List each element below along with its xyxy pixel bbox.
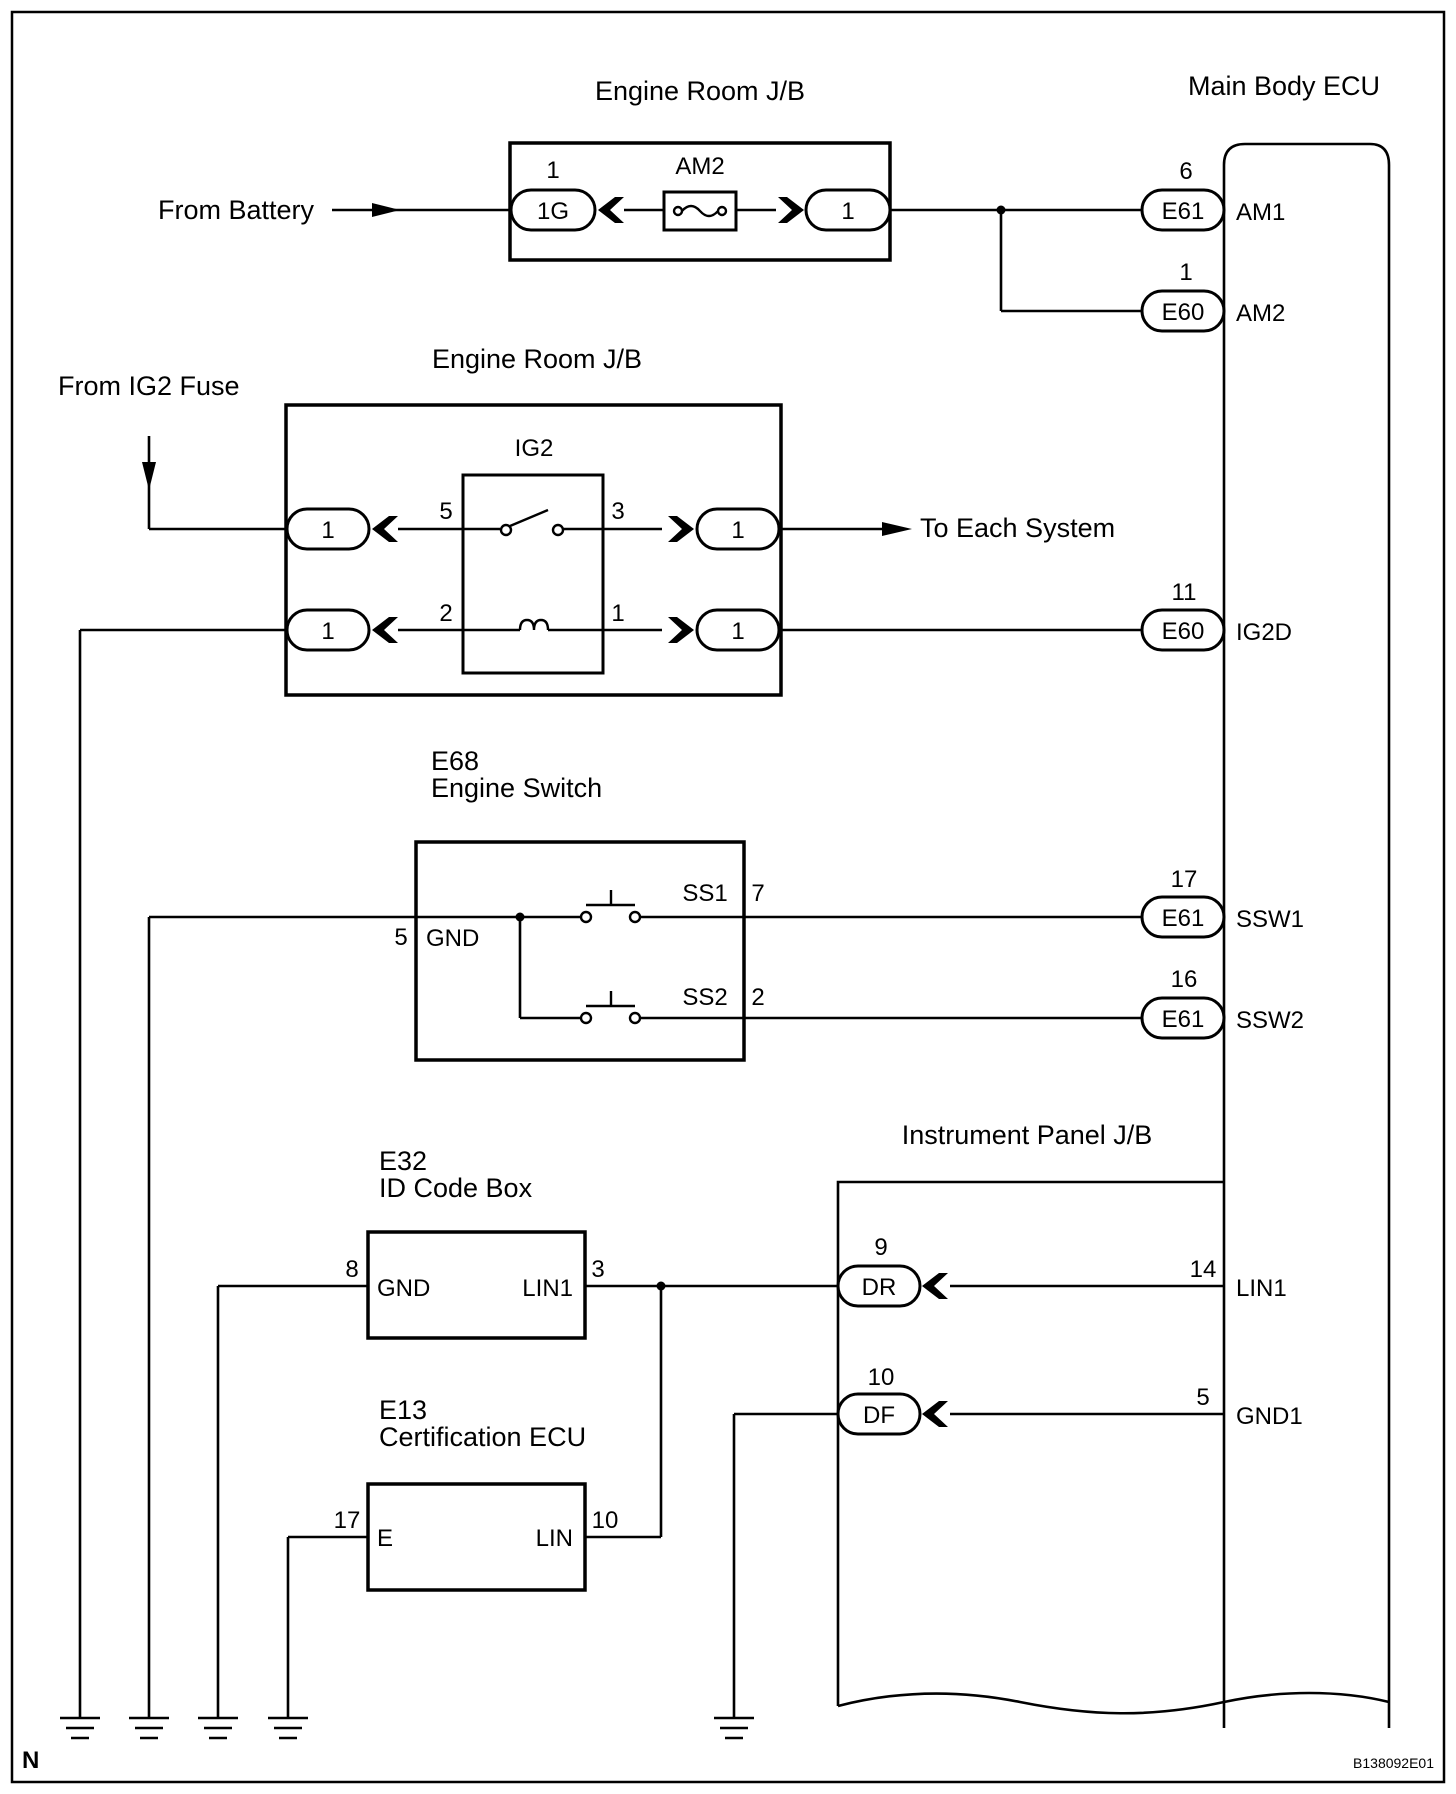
id-code-box-gnd-label: GND bbox=[377, 1275, 430, 1302]
certification-ecu-title: Certification ECU bbox=[379, 1422, 586, 1452]
main-body-ecu-title: Main Body ECU bbox=[1188, 71, 1380, 101]
ecu-pin-14-number: 14 bbox=[1190, 1256, 1217, 1283]
connector-e61-ssw2-label: E61 bbox=[1162, 1006, 1205, 1033]
relay-pin-3: 3 bbox=[611, 498, 624, 525]
connector-jb2-out-bottom-label: 1 bbox=[731, 618, 744, 645]
jb-dr-pin: 9 bbox=[874, 1234, 887, 1261]
ecu-pin-lin1-label: LIN1 bbox=[1236, 1275, 1287, 1302]
engine-room-jb-2-title: Engine Room J/B bbox=[432, 344, 642, 374]
engine-room-jb-2-box bbox=[284, 403, 783, 697]
engine-switch-gnd-label: GND bbox=[426, 925, 479, 952]
ecu-pin-am1-label: AM1 bbox=[1236, 199, 1285, 226]
torn-edge bbox=[837, 1691, 1390, 1715]
ss2-pin: 2 bbox=[751, 984, 764, 1011]
connector-dr-label: DR bbox=[862, 1274, 897, 1301]
id-code-box-title: ID Code Box bbox=[379, 1173, 533, 1203]
from-battery-label: From Battery bbox=[158, 195, 315, 225]
connector-e61-ssw1-label: E61 bbox=[1162, 905, 1205, 932]
to-each-system-label: To Each System bbox=[920, 513, 1115, 543]
ecu-pin-ig2d-label: IG2D bbox=[1236, 619, 1292, 646]
connector-jb2-in-bottom-label: 1 bbox=[321, 618, 334, 645]
certification-ecu-code: E13 bbox=[379, 1395, 427, 1425]
ecu-pin-11-number: 11 bbox=[1172, 579, 1197, 606]
page-frame bbox=[10, 10, 1446, 1784]
certification-ecu-lin-label: LIN bbox=[536, 1525, 573, 1552]
engine-switch-box bbox=[414, 840, 746, 1062]
figure-code: B138092E01 bbox=[1353, 1755, 1434, 1771]
connector-e61-ssw1 bbox=[1140, 895, 1226, 939]
connector-jb1-right-label: 1 bbox=[841, 198, 854, 225]
connector-jb2-in-top bbox=[285, 507, 371, 551]
ground-symbol bbox=[127, 1716, 171, 1740]
certification-ecu-lin-pin: 10 bbox=[592, 1507, 619, 1534]
ecu-pin-5-number: 5 bbox=[1196, 1384, 1209, 1411]
connector-jb2-in-bottom bbox=[285, 608, 371, 652]
id-code-box-gnd-pin: 8 bbox=[345, 1256, 358, 1283]
certification-ecu-e-pin: 17 bbox=[334, 1507, 361, 1534]
engine-room-jb-1-title: Engine Room J/B bbox=[595, 76, 805, 106]
main-body-ecu-block bbox=[1222, 142, 1391, 1728]
engine-switch-gnd-pin: 5 bbox=[394, 924, 407, 951]
corner-mark: N bbox=[22, 1747, 39, 1774]
relay-coil bbox=[518, 618, 550, 631]
ground-symbol bbox=[196, 1716, 240, 1740]
ecu-pin-6-number: 6 bbox=[1179, 158, 1192, 185]
ecu-pin-ssw1-label: SSW1 bbox=[1236, 906, 1304, 933]
jb1-left-pin-number: 1 bbox=[546, 157, 559, 184]
connector-e60-ig2d-label: E60 bbox=[1162, 618, 1205, 645]
ecu-pin-16-number: 16 bbox=[1171, 966, 1198, 993]
ecu-pin-am2-label: AM2 bbox=[1236, 300, 1285, 327]
id-code-box-lin1-label: LIN1 bbox=[522, 1275, 573, 1302]
jb-df-pin: 10 bbox=[868, 1364, 895, 1391]
connector-e61-am1 bbox=[1140, 188, 1226, 232]
am2-fuse-label: AM2 bbox=[675, 153, 724, 180]
connector-df-label: DF bbox=[863, 1402, 895, 1429]
connector-jb2-in-top-label: 1 bbox=[321, 517, 334, 544]
connector-jb2-out-top-label: 1 bbox=[731, 517, 744, 544]
ig2-relay-label: IG2 bbox=[515, 435, 554, 462]
ecu-pin-1-number: 1 bbox=[1179, 259, 1192, 286]
ground-symbol bbox=[712, 1716, 756, 1740]
engine-switch-title: Engine Switch bbox=[431, 773, 602, 803]
ground-symbol bbox=[266, 1716, 310, 1740]
engine-switch-code: E68 bbox=[431, 746, 479, 776]
certification-ecu-e-label: E bbox=[377, 1525, 393, 1552]
relay-pin-5: 5 bbox=[439, 498, 452, 525]
ss2-label: SS2 bbox=[682, 984, 727, 1011]
connector-e61-am1-label: E61 bbox=[1162, 198, 1205, 225]
ecu-pin-17-number: 17 bbox=[1171, 866, 1198, 893]
ecu-pin-gnd1-label: GND1 bbox=[1236, 1403, 1303, 1430]
ecu-pin-ssw2-label: SSW2 bbox=[1236, 1007, 1304, 1034]
id-code-box bbox=[366, 1230, 587, 1340]
connector-e60-am2-label: E60 bbox=[1162, 299, 1205, 326]
instrument-panel-jb-title: Instrument Panel J/B bbox=[902, 1120, 1153, 1150]
id-code-box-lin1-pin: 3 bbox=[591, 1256, 604, 1283]
ground-symbol bbox=[58, 1716, 102, 1740]
connector-e60-ig2d bbox=[1140, 608, 1226, 652]
connector-e61-ssw2 bbox=[1140, 996, 1226, 1040]
relay-pin-1: 1 bbox=[611, 600, 624, 627]
ss1-pin: 7 bbox=[751, 880, 764, 907]
instrument-panel-jb-block bbox=[836, 1180, 1224, 1706]
from-ig2-fuse-label: From IG2 Fuse bbox=[58, 371, 240, 401]
ss1-label: SS1 bbox=[682, 880, 727, 907]
relay-pin-2: 2 bbox=[439, 600, 452, 627]
ig2-relay-box bbox=[461, 473, 605, 675]
id-code-box-code: E32 bbox=[379, 1146, 427, 1176]
connector-e60-am2 bbox=[1140, 289, 1226, 333]
certification-ecu-box bbox=[366, 1482, 587, 1592]
connector-1g-label: 1G bbox=[537, 198, 569, 225]
